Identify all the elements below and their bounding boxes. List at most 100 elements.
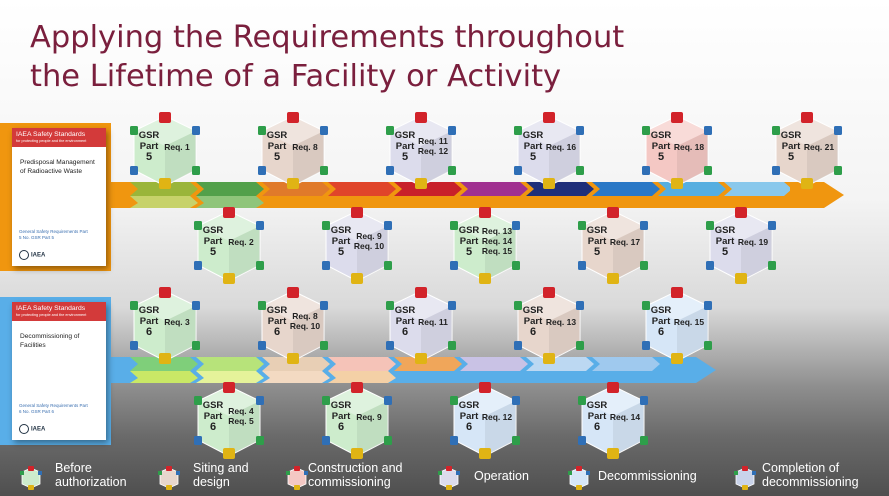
cube-gsr: GSR [138, 305, 160, 316]
cube-requirements: Req. 2 [224, 237, 258, 247]
cube-requirements: Req. 17 [608, 237, 642, 247]
cube-part-number: 5 [721, 246, 729, 258]
legend-cube-icon [734, 466, 756, 490]
title-line-2: the Lifetime of a Facility or Activity [30, 59, 562, 94]
legend-cube-icon [20, 466, 42, 490]
legend-label-line1: Siting and [193, 461, 249, 475]
cube-requirement: Req. 13 [481, 226, 513, 236]
cube-part-number: 5 [465, 246, 473, 258]
cube-requirement: Req. 21 [803, 142, 835, 152]
cube-part: Part [523, 141, 543, 152]
legend-label-line1: Construction and [308, 461, 403, 475]
book-title: Predisposal Management of Radioactive Wa… [20, 159, 95, 175]
cube-part: Part [651, 141, 671, 152]
legend-cube-icon [568, 466, 590, 490]
cube-requirement: Req. 12 [417, 146, 449, 156]
cube-requirement: Req. 15 [673, 317, 705, 327]
cube-requirement: Req. 15 [481, 246, 513, 256]
book-header-bar: IAEA Safety Standards for protecting peo… [12, 128, 106, 147]
cube-requirements: Req. 15 [672, 317, 706, 327]
cube-gsr: GSR [330, 225, 352, 236]
cube-requirements: Req. 14 [608, 412, 642, 422]
cube-requirements: Req. 21 [802, 142, 836, 152]
cube-part-number: 6 [273, 326, 281, 338]
cube-requirement: Req. 8 [292, 311, 318, 321]
cube-part: Part [331, 411, 351, 422]
book-req: General Safety Requirements Part 5 No. G… [19, 229, 88, 240]
cube-part: Part [587, 411, 607, 422]
cube-gsr: GSR [522, 130, 544, 141]
cube-requirement: Req. 10 [289, 321, 321, 331]
cube-requirements: Req. 1 [160, 142, 194, 152]
cube-gsr: GSR [650, 305, 672, 316]
cube-requirement: Req. 3 [164, 317, 190, 327]
cube-requirement: Req. 16 [545, 142, 577, 152]
cube-part: Part [139, 316, 159, 327]
cube-part-number: 6 [593, 421, 601, 433]
page-title: Applying the Requirements throughout the… [30, 18, 624, 96]
cube-part: Part [459, 411, 479, 422]
cube-part-number: 5 [401, 151, 409, 163]
legend-label-line1: Completion of [762, 461, 840, 475]
cube-gsr: GSR [780, 130, 802, 141]
legend-label-line2: commissioning [308, 475, 391, 489]
cube-part-number: 6 [401, 326, 409, 338]
book-title: Decommissioning of Facilities [20, 333, 80, 349]
cube-requirement: Req. 5 [228, 416, 254, 426]
cube-part-number: 6 [337, 421, 345, 433]
legend-label: Operation [474, 469, 529, 483]
legend-label-line1: Decommissioning [598, 469, 697, 483]
cube-requirements: Req. 9 [352, 412, 386, 422]
cube-part-number: 5 [337, 246, 345, 258]
cube-requirement: Req. 8 [292, 142, 318, 152]
cube-part-number: 5 [529, 151, 537, 163]
cube-requirement: Req. 19 [737, 237, 769, 247]
cube-part: Part [781, 141, 801, 152]
cube-part-number: 5 [209, 246, 217, 258]
cube-part: Part [267, 316, 287, 327]
cube-requirements: Req. 8 [288, 142, 322, 152]
cube-requirements: Req. 3 [160, 317, 194, 327]
cube-requirement: Req. 1 [164, 142, 190, 152]
cube-part: Part [459, 236, 479, 247]
cube-gsr: GSR [266, 305, 288, 316]
legend-label-line1: Operation [474, 469, 529, 483]
cube-gsr: GSR [330, 400, 352, 411]
cube-part: Part [203, 236, 223, 247]
cube-part: Part [587, 236, 607, 247]
cube-part-number: 5 [145, 151, 153, 163]
cube-part-number: 5 [273, 151, 281, 163]
cube-gsr: GSR [458, 400, 480, 411]
cube-requirement: Req. 9 [356, 231, 382, 241]
cube-gsr: GSR [202, 225, 224, 236]
legend-label-line1: Before [55, 461, 92, 475]
cube-gsr: GSR [394, 305, 416, 316]
cube-requirement: Req. 18 [673, 142, 705, 152]
cube-requirements: Req. 19 [736, 237, 770, 247]
